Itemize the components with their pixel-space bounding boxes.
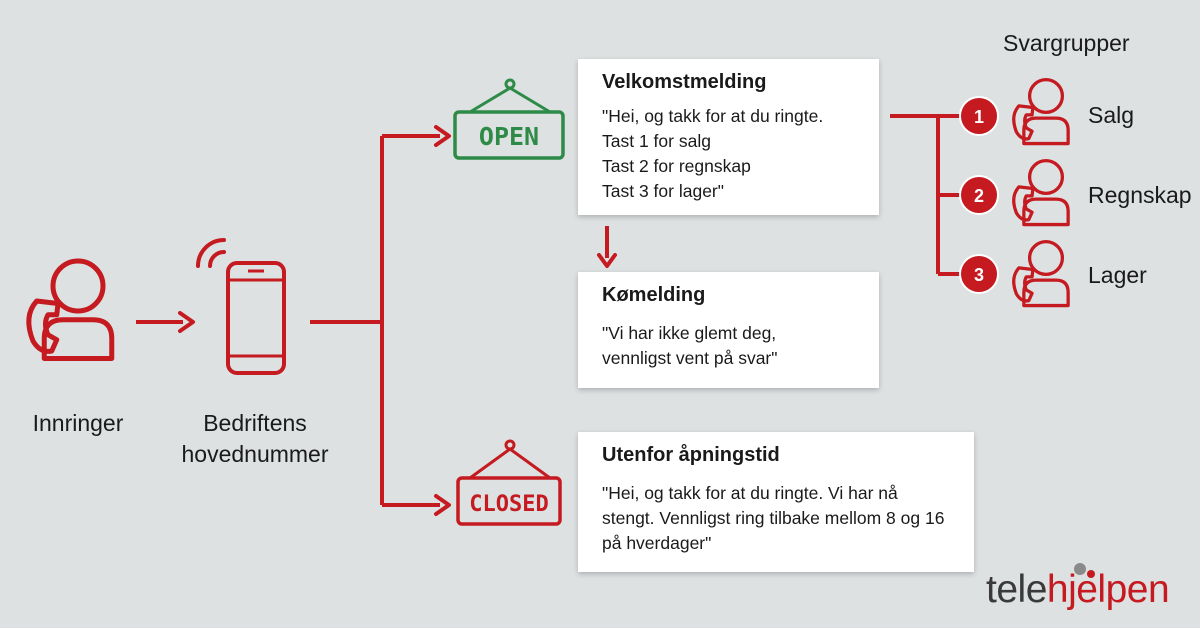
agent-phone-icon bbox=[1012, 77, 1070, 146]
group-name: Salg bbox=[1088, 102, 1135, 128]
group-number-badge bbox=[959, 96, 999, 136]
logo-part-hjelpen: hjelpen bbox=[1046, 568, 1170, 611]
group-number-badge bbox=[959, 175, 999, 215]
queue-line: vennligst vent på svar" bbox=[602, 348, 778, 368]
group-name: Lager bbox=[1088, 262, 1147, 288]
closed-message-card: Utenfor åpningstid "Hei, og takk for at … bbox=[578, 432, 974, 572]
open-sign-icon: OPEN bbox=[453, 78, 565, 160]
closed-line: på hverdager" bbox=[602, 533, 712, 553]
groups-title: Svargrupper bbox=[1003, 30, 1130, 56]
welcome-line: "Hei, og takk for at du ringte. bbox=[602, 106, 824, 126]
queue-title: Kømelding bbox=[602, 284, 706, 306]
telehjelpen-logo: telehjelpen bbox=[986, 568, 1170, 612]
groups-connector bbox=[890, 114, 960, 276]
company-number-line2: hovednummer bbox=[181, 441, 329, 468]
branch-connector bbox=[310, 125, 451, 516]
queue-line: "Vi har ikke glemt deg, bbox=[602, 323, 777, 343]
agent-phone-icon bbox=[1012, 239, 1070, 308]
welcome-line: Tast 3 for lager" bbox=[602, 181, 724, 201]
closed-sign-icon: CLOSED bbox=[456, 439, 562, 526]
caller-icon bbox=[29, 261, 112, 359]
group-number-badge bbox=[959, 254, 999, 294]
open-sign-text: OPEN bbox=[479, 122, 539, 151]
company-number-line1: Bedriftens bbox=[203, 410, 307, 436]
arrow-welcome-to-queue bbox=[597, 226, 617, 268]
closed-sign-text: CLOSED bbox=[469, 492, 548, 517]
closed-body: "Hei, og takk for at du ringte. Vi har n… bbox=[602, 481, 960, 556]
closed-line: "Hei, og takk for at du ringte. Vi har n… bbox=[602, 483, 898, 503]
closed-title: Utenfor åpningstid bbox=[602, 444, 780, 466]
welcome-line: Tast 1 for salg bbox=[602, 131, 711, 151]
group-number: 1 bbox=[974, 107, 984, 127]
queue-message-card: Kømelding "Vi har ikke glemt deg, vennli… bbox=[578, 272, 879, 388]
closed-line: stengt. Vennligst ring tilbake mellom 8 … bbox=[602, 508, 945, 528]
group-name: Regnskap bbox=[1088, 182, 1192, 208]
welcome-body: "Hei, og takk for at du ringte. Tast 1 f… bbox=[602, 104, 865, 204]
group-1: 1 bbox=[959, 77, 1070, 146]
caller-label: Innringer bbox=[32, 410, 124, 436]
group-number: 3 bbox=[974, 265, 984, 285]
arrow-caller-to-phone bbox=[136, 311, 195, 333]
group-3: 3 bbox=[959, 239, 1070, 308]
group-2: 2 bbox=[959, 158, 1070, 227]
group-number: 2 bbox=[974, 186, 984, 206]
logo-part-tele: tele bbox=[986, 568, 1047, 611]
welcome-message-card: Velkomstmelding "Hei, og takk for at du … bbox=[578, 59, 879, 215]
smartphone-icon bbox=[196, 238, 286, 375]
queue-body: "Vi har ikke glemt deg, vennligst vent p… bbox=[602, 321, 865, 371]
company-number-label: Bedriftens hovednummer bbox=[160, 408, 350, 470]
welcome-title: Velkomstmelding bbox=[602, 71, 767, 93]
agent-phone-icon bbox=[1012, 158, 1070, 227]
welcome-line: Tast 2 for regnskap bbox=[602, 156, 751, 176]
logo-dots-icon bbox=[1074, 563, 1095, 578]
